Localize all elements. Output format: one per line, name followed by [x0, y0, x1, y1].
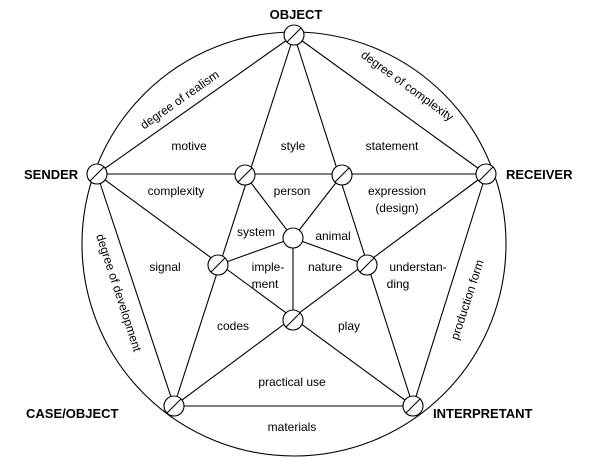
node-hub [282, 227, 304, 249]
inner-nodes [207, 164, 378, 331]
edge-receiver-interpretant [412, 173, 487, 407]
region-practical-use: practical use [258, 375, 326, 389]
label-degree-of-realism: degree of realism [138, 67, 222, 132]
label-degree-of-complexity: degree of complexity [358, 48, 456, 124]
pentagon [96, 34, 487, 407]
star-lines [96, 34, 487, 407]
edge-case-sender [96, 173, 175, 407]
label-sender: SENDER [24, 167, 79, 182]
spoke-right [292, 237, 368, 266]
node-inner-bottom [282, 309, 304, 331]
vertex-nodes [86, 24, 497, 417]
spoke-top-left [244, 174, 294, 239]
star-sender-interpretant [96, 173, 414, 407]
region-system: system [237, 225, 275, 239]
node-interpretant [402, 395, 424, 417]
node-inner-left [207, 254, 229, 276]
region-nature: nature [308, 260, 342, 274]
label-case-object: CASE/OBJECT [26, 406, 119, 421]
edge-object-receiver [293, 34, 487, 175]
edge-sender-object [96, 34, 295, 175]
region-understanding-line2: ding [387, 277, 410, 291]
region-signal: signal [149, 260, 180, 274]
region-expression-line2: (design) [375, 201, 418, 215]
region-understanding-line1: understan- [389, 260, 446, 274]
star-object-case [173, 34, 295, 407]
label-interpretant: INTERPRETANT [433, 406, 532, 421]
node-receiver [475, 163, 497, 185]
region-play: play [338, 319, 360, 333]
node-object [283, 24, 305, 46]
spoke-top-right [292, 174, 343, 239]
region-expression-line1: expression [368, 184, 426, 198]
region-implement-line1: imple- [252, 260, 285, 274]
spoke-left [217, 237, 294, 266]
region-style: style [281, 139, 306, 153]
node-inner-top-left [234, 164, 256, 186]
region-person: person [274, 184, 311, 198]
region-complexity: complexity [148, 184, 205, 198]
region-codes: codes [217, 319, 249, 333]
region-statement: statement [366, 139, 419, 153]
region-implement-line2: ment [252, 277, 279, 291]
label-production-form: production form [448, 258, 487, 342]
label-receiver: RECEIVER [506, 167, 573, 182]
label-object: OBJECT [270, 7, 323, 22]
region-motive: motive [171, 139, 207, 153]
node-inner-top-right [331, 164, 353, 186]
node-case-object [163, 395, 185, 417]
node-inner-right [356, 254, 378, 276]
star-receiver-case [173, 173, 487, 407]
region-animal: animal [315, 229, 350, 243]
node-sender [86, 163, 108, 185]
label-materials: materials [268, 420, 317, 434]
hub-spokes [217, 174, 368, 320]
star-object-interpretant [293, 34, 414, 407]
